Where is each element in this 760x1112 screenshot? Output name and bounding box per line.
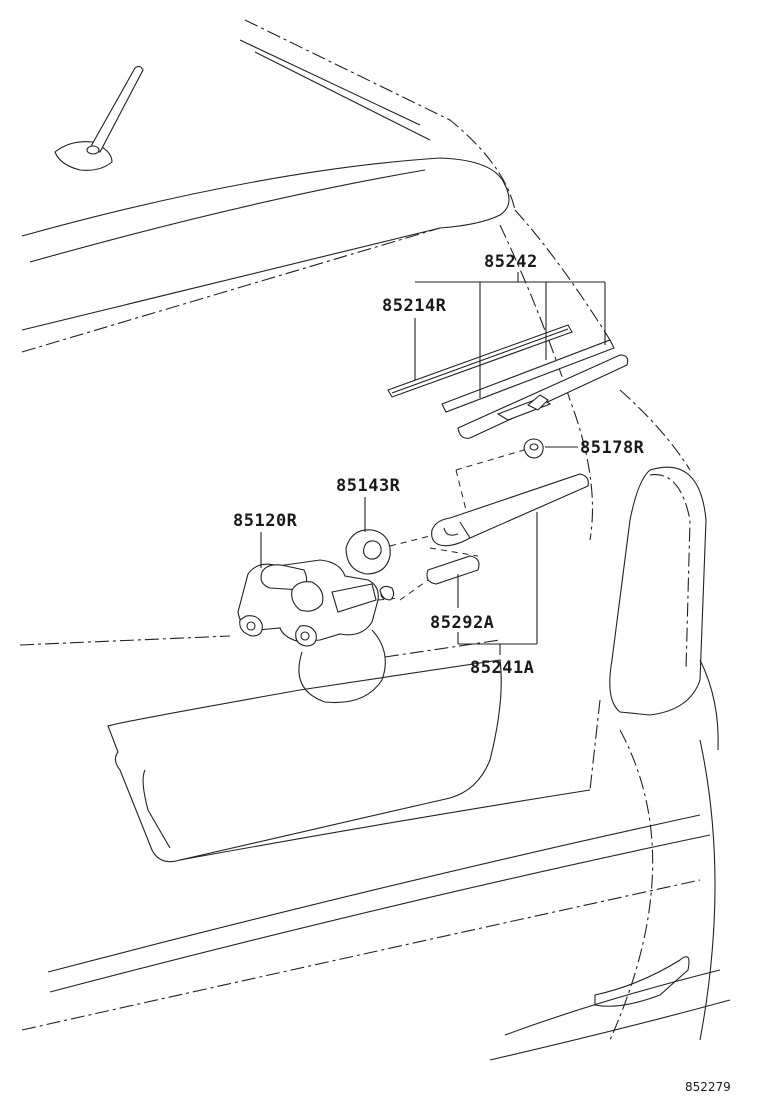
- diagram-code: 852279: [685, 1080, 731, 1094]
- part-label-85178r[interactable]: 85178R: [580, 438, 645, 458]
- part-label-85143r[interactable]: 85143R: [336, 476, 401, 496]
- wiper-arm-cover: [399, 547, 480, 601]
- wiper-arm: [431, 473, 589, 547]
- wiper-arm-nut: [455, 438, 544, 511]
- wiper-motor-assembly: [237, 559, 401, 647]
- part-label-85292a[interactable]: 85292A: [430, 613, 495, 633]
- part-label-85242[interactable]: 85242: [484, 252, 538, 272]
- part-label-85214r[interactable]: 85214R: [382, 296, 447, 316]
- part-label-85241a[interactable]: 85241A: [470, 658, 535, 678]
- vehicle-body-outline: [19, 19, 731, 1061]
- part-label-85120r[interactable]: 85120R: [233, 511, 298, 531]
- pivot-cap: [345, 529, 431, 575]
- roof-antenna: [54, 65, 144, 171]
- wiper-blade-assembly: [441, 339, 629, 439]
- leader-lines: [260, 272, 606, 655]
